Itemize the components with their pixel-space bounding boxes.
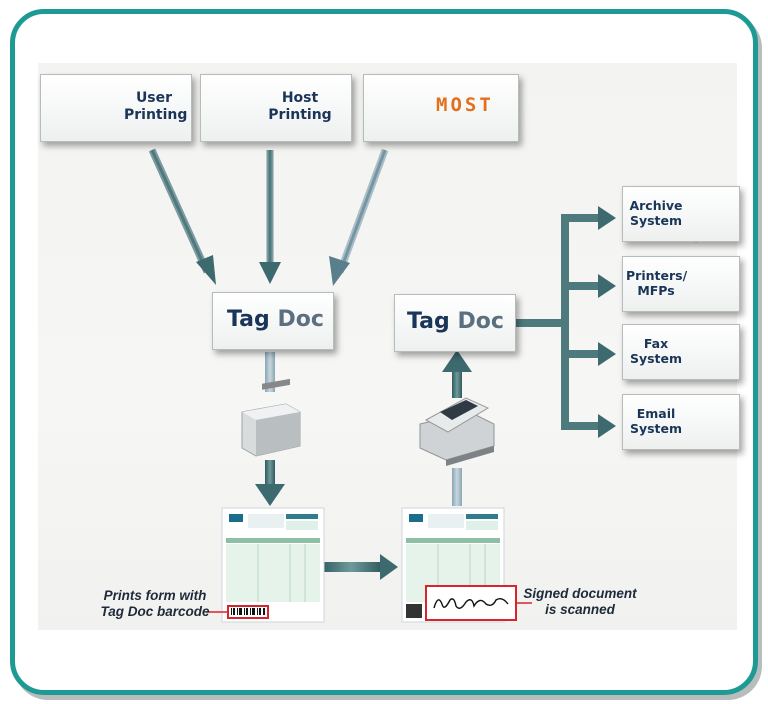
doc-word: Doc	[277, 307, 324, 332]
arrow-most-to-tagdoc	[329, 148, 389, 286]
output-label-fax: Fax System	[629, 336, 683, 366]
most-logo: MOST	[436, 94, 494, 116]
tag-word: Tag	[227, 307, 270, 332]
caption-signed-scanned: Signed document is scanned	[523, 586, 637, 617]
tag-doc-label-right: Tag Doc	[407, 309, 504, 334]
arrow-form-to-signed	[320, 554, 398, 580]
arrow-tagdoc-to-printer	[265, 352, 275, 392]
output-box-email	[622, 394, 740, 450]
arrow-signed-to-scanner	[452, 468, 462, 506]
distribution-branches	[515, 206, 616, 438]
output-box-fax	[622, 324, 740, 380]
output-label-archive: Archive System	[629, 198, 683, 228]
signature	[433, 597, 509, 609]
output-label-printers: Printers/ MFPs	[626, 268, 688, 298]
source-box-most	[363, 74, 519, 142]
source-box-user-printing	[40, 74, 192, 142]
output-box-printers	[622, 256, 740, 312]
tag-doc-label-left: Tag Doc	[227, 307, 324, 332]
tag-doc-box-right	[394, 294, 516, 352]
output-label-email: Email System	[629, 406, 683, 436]
printed-form	[206, 507, 325, 623]
arrow-printer-to-form	[255, 460, 285, 506]
output-box-archive	[622, 186, 740, 242]
caption-printed-form: Prints form with Tag Doc barcode	[100, 588, 210, 619]
scanner-icon	[419, 397, 495, 466]
source-box-host-printing	[200, 74, 352, 142]
arrow-user-to-tagdoc	[148, 148, 216, 285]
signed-form	[401, 507, 532, 623]
arrow-host-to-tagdoc	[259, 150, 281, 284]
laser-printer-icon	[241, 378, 301, 457]
source-label-user-printing: User Printing	[124, 90, 188, 123]
tag-doc-box-left	[212, 292, 334, 350]
arrow-scanner-to-tagdoc	[442, 350, 472, 398]
doc-word: Doc	[457, 309, 504, 334]
source-label-host-printing: Host Printing	[268, 90, 332, 123]
tag-word: Tag	[407, 309, 450, 334]
